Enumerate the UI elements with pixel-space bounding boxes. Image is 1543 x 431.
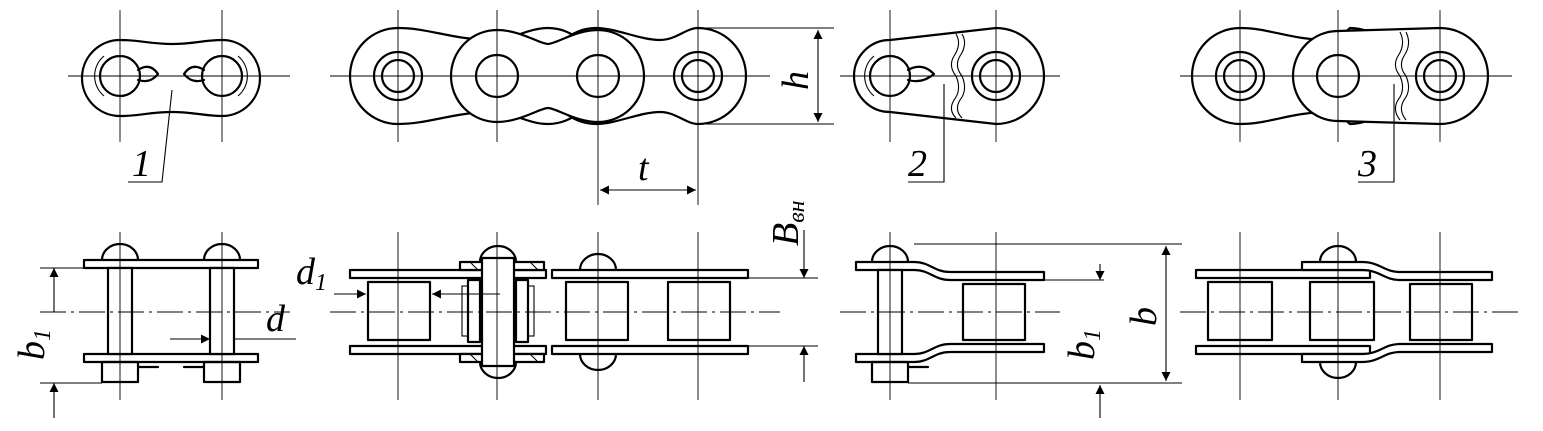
cranked-link-bottom-view: b b1 <box>840 232 1182 418</box>
chain-segment-top-view: h t <box>330 10 834 205</box>
dimension-t-label: t <box>638 147 650 189</box>
cranked-assembly-bottom-view <box>1180 232 1520 400</box>
dimension-b1-left-label: b1 <box>11 329 56 360</box>
connecting-link-bottom-view: b1 d <box>11 232 296 418</box>
cranked-assembly-top-view: 3 <box>1180 10 1512 185</box>
callout-2-label: 2 <box>908 143 927 185</box>
dimension-bvn-label: Bвн <box>765 200 810 246</box>
callout-1-label: 1 <box>132 143 151 185</box>
dimension-b-label: b <box>1123 307 1165 326</box>
dimension-b1-right-label: b1 <box>1061 329 1106 360</box>
dimension-d-label: d <box>266 298 286 340</box>
dimension-h-label: h <box>775 71 817 90</box>
dimension-d1-label: d1 <box>296 251 327 296</box>
chain-segment-bottom-view: d1 Bвн <box>296 200 818 400</box>
cranked-link-top-view: 2 <box>840 10 1060 185</box>
callout-3-label: 3 <box>1357 143 1377 185</box>
connecting-link-top-view: 1 <box>68 10 290 185</box>
